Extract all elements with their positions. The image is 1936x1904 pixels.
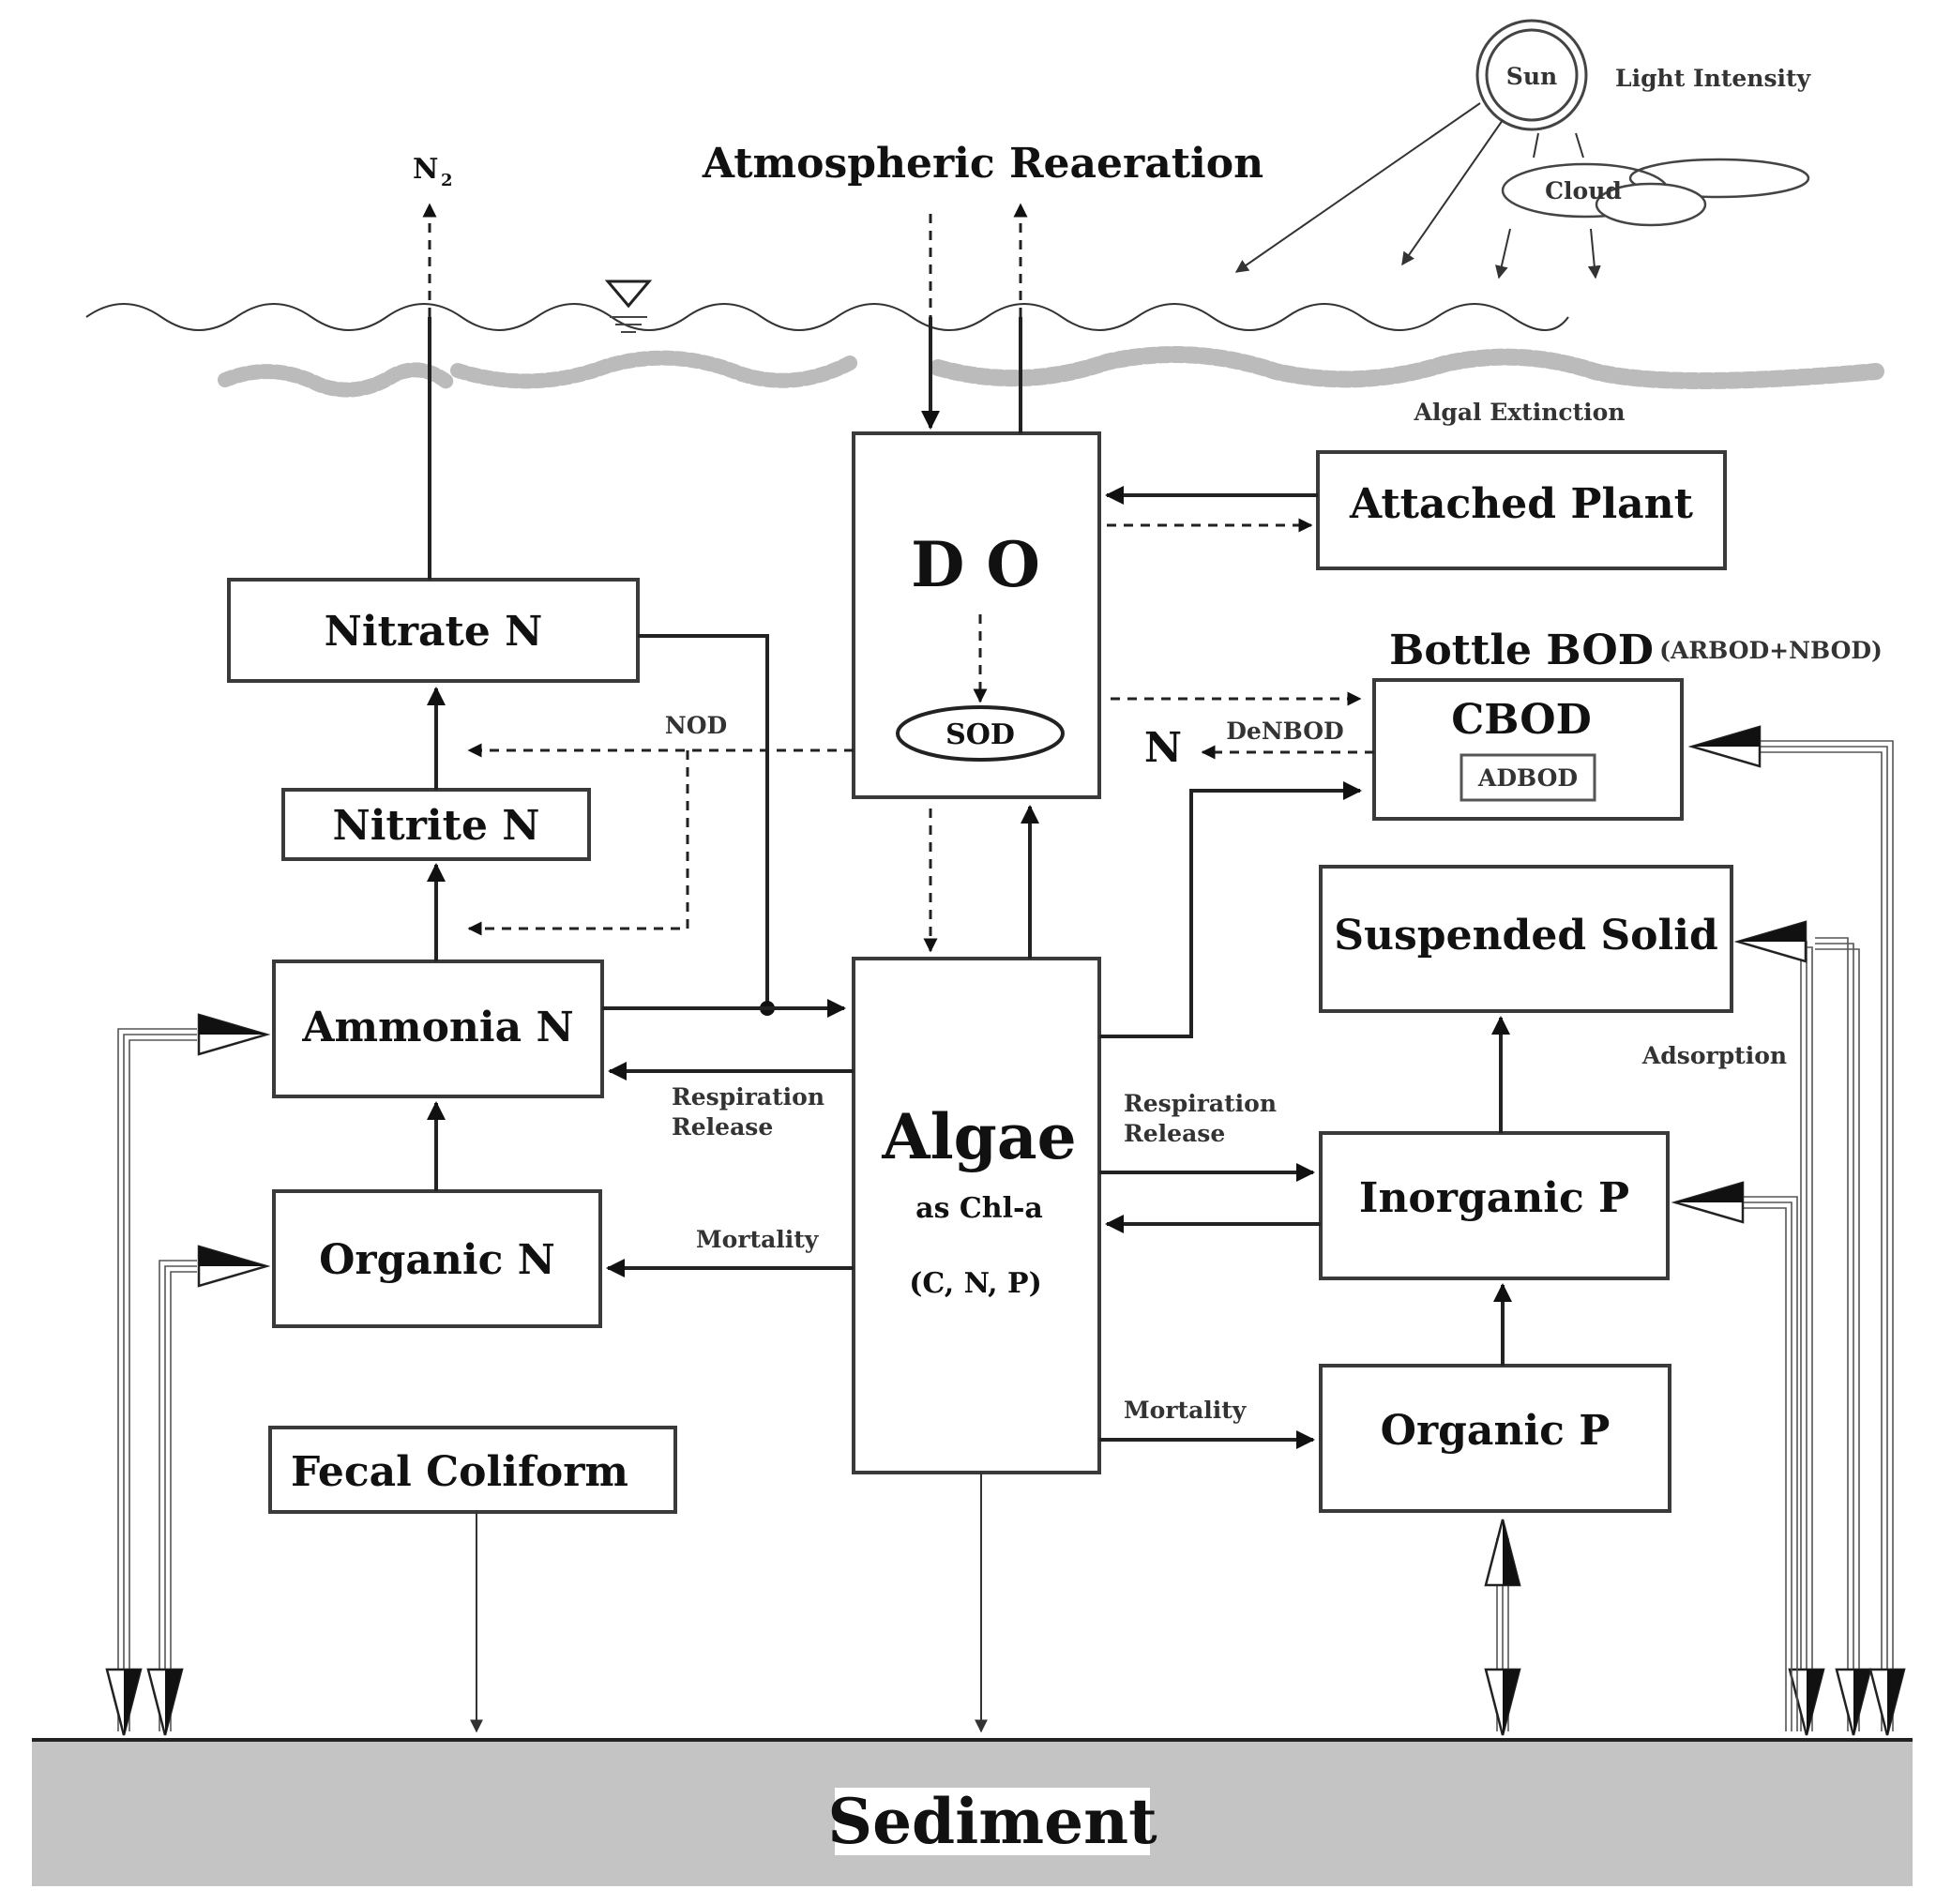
water-surface-wave: [85, 303, 1569, 331]
mortality-right-label: Mortality: [1124, 1397, 1248, 1424]
release-left-label: Release: [672, 1113, 773, 1141]
solid-flow-lines: [422, 203, 1512, 1733]
adbod-label: ADBOD: [1477, 764, 1578, 792]
attached-plant-box: [1316, 450, 1727, 570]
cloud-icon: [1501, 158, 1810, 227]
mortality-left-label: Mortality: [696, 1226, 820, 1253]
sod-ellipse: [896, 705, 1065, 762]
algae-label: Algae: [881, 1100, 1076, 1173]
n2-label-group: N 2: [413, 153, 453, 190]
fecal-coliform-label: Fecal Coliform: [291, 1448, 628, 1496]
sun-rays: [1234, 102, 1601, 280]
sun-icon: [1475, 19, 1588, 131]
denbod-label: DeNBOD: [1226, 718, 1344, 745]
adsorption-label: Adsorption: [1641, 1042, 1787, 1069]
release-right-label: Release: [1124, 1120, 1225, 1147]
n2-label: N: [413, 153, 438, 186]
algal-particles: [218, 346, 1884, 398]
do-label: D O: [911, 528, 1040, 601]
ammonia-n-label: Ammonia N: [301, 1004, 573, 1051]
algae-box: [852, 957, 1101, 1474]
sun-label: Sun: [1506, 63, 1557, 90]
sediment-label-bg: [835, 1788, 1150, 1855]
algal-extinction-label: Algal Extinction: [1413, 399, 1625, 426]
cloud-label: Cloud: [1545, 177, 1622, 204]
nitrate-n-label: Nitrate N: [325, 608, 543, 656]
atmospheric-reaeration-label: Atmospheric Reaeration: [702, 140, 1263, 188]
adbod-box: [1460, 753, 1596, 802]
respiration-right-label: Respiration: [1124, 1090, 1277, 1117]
n-out-label: N: [1144, 724, 1182, 772]
organic-n-label: Organic N: [319, 1236, 555, 1284]
sod-label: SOD: [945, 718, 1015, 751]
inorganic-p-label: Inorganic P: [1359, 1174, 1629, 1222]
nitrite-n-box: [281, 788, 591, 861]
sediment-label: Sediment: [827, 1785, 1157, 1858]
inorganic-p-box: [1319, 1131, 1670, 1280]
dashed-flow-lines: [467, 518, 1374, 953]
bottle-bod-label: Bottle BOD: [1389, 627, 1654, 674]
algae-cnp-label: (C, N, P): [909, 1267, 1042, 1300]
n2-subscript: 2: [441, 171, 453, 190]
light-intensity-label: Light Intensity: [1615, 65, 1812, 92]
water-level-icon: [604, 280, 653, 333]
fecal-coliform-box: [268, 1426, 677, 1514]
organic-p-box: [1319, 1364, 1671, 1513]
nitrate-n-box: [227, 578, 640, 683]
sediment-exchange-lines: [105, 725, 1906, 1736]
bottle-bod-note: (ARBOD+NBOD): [1659, 637, 1883, 664]
organic-n-box: [272, 1189, 602, 1328]
suspended-solid-box: [1319, 865, 1733, 1013]
organic-p-label: Organic P: [1381, 1407, 1611, 1455]
respiration-left-label: Respiration: [672, 1083, 824, 1111]
suspended-solid-label: Suspended Solid: [1334, 912, 1717, 960]
attached-plant-label: Attached Plant: [1349, 480, 1694, 528]
nitrite-n-label: Nitrite N: [332, 802, 539, 850]
ammonia-n-box: [272, 960, 604, 1098]
algae-chla-label: as Chl-a: [915, 1192, 1043, 1225]
nod-label: NOD: [665, 712, 727, 739]
cbod-label: CBOD: [1451, 696, 1592, 744]
